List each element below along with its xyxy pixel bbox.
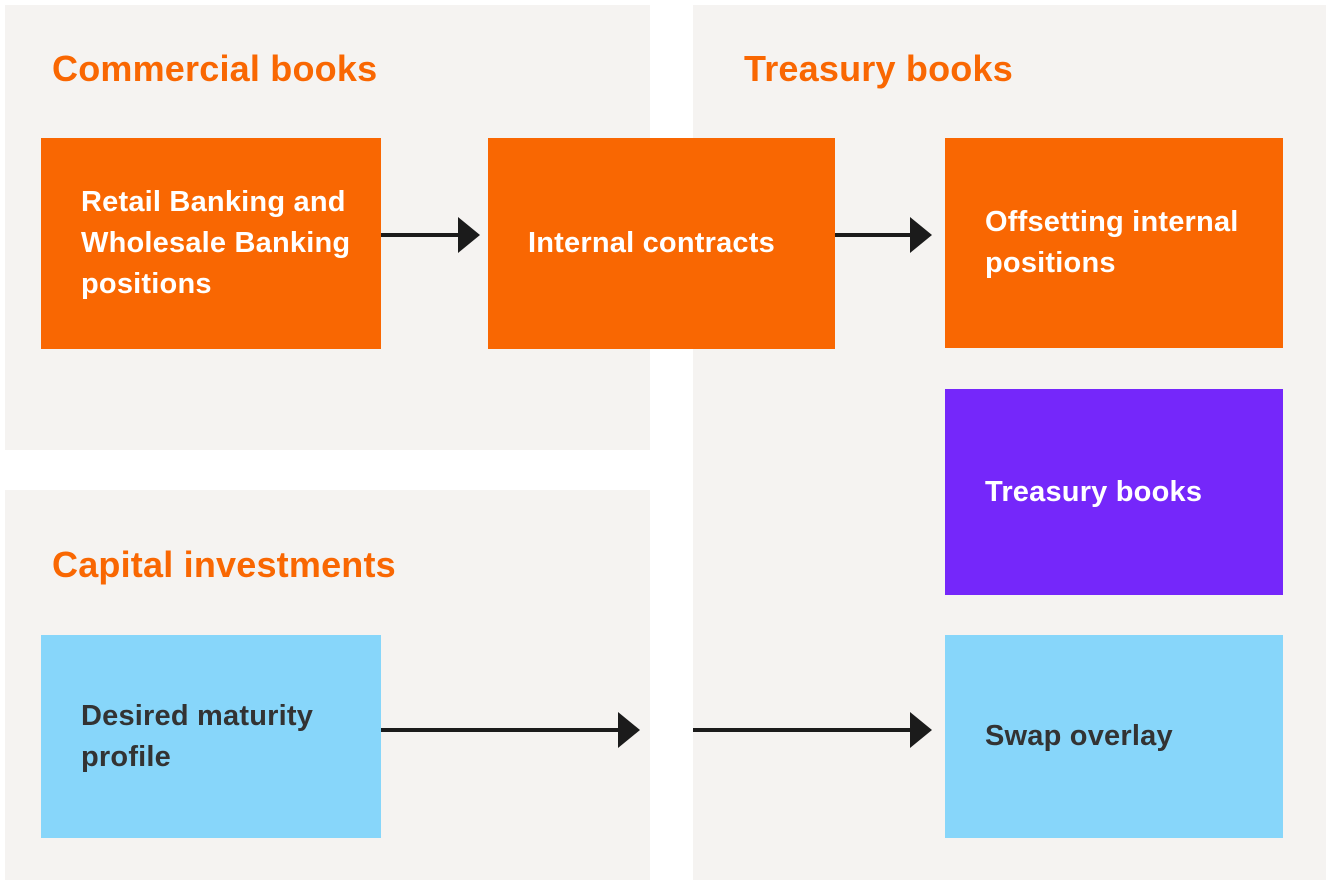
box-offsetting-internal-positions-label: Offsetting internal positions	[985, 206, 1239, 279]
box-treasury-books-label: Treasury books	[985, 475, 1203, 508]
box-offsetting-internal-positions: Offsetting internal positions	[945, 138, 1283, 348]
arrow-line	[381, 233, 460, 237]
box-treasury-books: Treasury books	[945, 389, 1283, 595]
box-internal-contracts: Internal contracts	[488, 138, 835, 349]
arrow-right-icon	[910, 712, 932, 748]
arrow-line	[693, 728, 912, 732]
heading-treasury-books: Treasury books	[744, 48, 1013, 89]
arrow-right-icon	[910, 217, 932, 253]
heading-capital-investments: Capital investments	[52, 544, 396, 585]
arrow-retail-to-internal-contracts	[381, 217, 480, 253]
arrow-line	[835, 233, 912, 237]
arrow-line	[381, 728, 620, 732]
arrow-right-icon	[458, 217, 480, 253]
arrow-into-swap-overlay	[693, 712, 932, 748]
box-desired-maturity-profile: Desired maturity profile	[41, 635, 381, 838]
box-retail-wholesale-positions: Retail Banking and Wholesale Banking pos…	[41, 138, 381, 349]
box-retail-wholesale-positions-label: Retail Banking and Wholesale Banking pos…	[81, 186, 351, 300]
heading-commercial-books: Commercial books	[52, 48, 378, 89]
box-swap-overlay: Swap overlay	[945, 635, 1283, 838]
box-swap-overlay-label: Swap overlay	[985, 720, 1173, 752]
arrow-internal-contracts-to-offsetting	[835, 217, 932, 253]
box-internal-contracts-label: Internal contracts	[528, 227, 775, 259]
arrow-right-icon	[618, 712, 640, 748]
box-desired-maturity-profile-label: Desired maturity profile	[81, 699, 314, 773]
arrow-desired-maturity-out	[381, 712, 640, 748]
